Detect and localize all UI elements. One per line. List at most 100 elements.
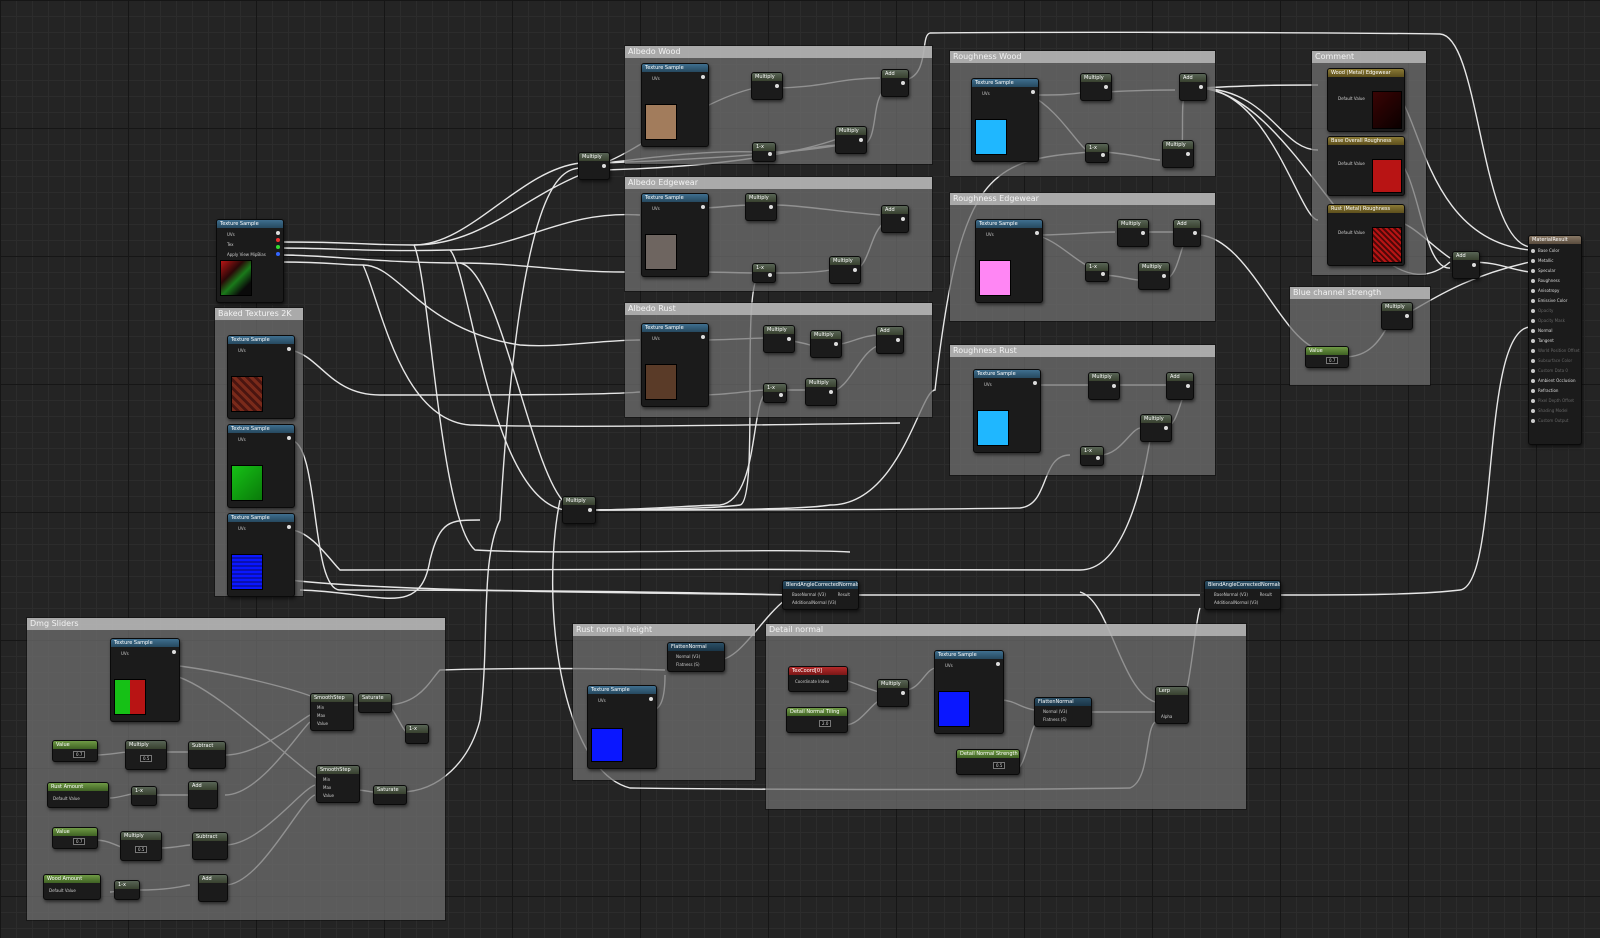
input-dot[interactable]: [1531, 389, 1535, 393]
multiply-node[interactable]: Multiply: [763, 325, 795, 353]
subtract-node[interactable]: Subtract: [188, 741, 226, 769]
texture-sample-node[interactable]: Texture Sample UVs: [641, 323, 709, 407]
multiply-node[interactable]: Multiply: [829, 256, 861, 284]
value-box[interactable]: 0.7: [73, 751, 86, 758]
texture-sample-node[interactable]: Texture Sample UVs: [971, 78, 1039, 162]
multiply-node[interactable]: Multiply: [1381, 302, 1413, 330]
comment-title[interactable]: Dmg Sliders: [27, 618, 445, 630]
material-input-pin[interactable]: Specular: [1531, 266, 1579, 276]
smooth-step-node[interactable]: SmoothStep Min Max Value: [310, 693, 354, 731]
add-node[interactable]: Add: [1179, 73, 1207, 101]
add-node[interactable]: Add: [876, 326, 904, 354]
input-dot[interactable]: [1531, 319, 1535, 323]
texture-sample-node[interactable]: Texture Sample UVs: [227, 424, 295, 508]
material-input-pin[interactable]: Ambient Occlusion: [1531, 376, 1579, 386]
output-pin[interactable]: [588, 508, 592, 512]
material-input-pin[interactable]: Emissive Color: [1531, 296, 1579, 306]
comment-title[interactable]: Albedo Rust: [625, 303, 932, 315]
output-pin[interactable]: [1405, 314, 1409, 318]
output-pin[interactable]: [769, 205, 773, 209]
input-dot[interactable]: [1531, 339, 1535, 343]
material-input-pin[interactable]: Opacity Mask: [1531, 316, 1579, 326]
texture-sample-node[interactable]: Texture Sample UVs: [110, 638, 180, 722]
material-input-pin[interactable]: Base Color: [1531, 246, 1579, 256]
multiply-node[interactable]: Multiply: [805, 378, 837, 406]
multiply-node[interactable]: Multiply: [1140, 414, 1172, 442]
one-minus-node[interactable]: 1-x: [752, 142, 776, 162]
comment-dmg-sliders[interactable]: Dmg Sliders: [27, 618, 445, 920]
output-pin-rgb[interactable]: [649, 697, 653, 701]
comment-title[interactable]: Roughness Wood: [950, 51, 1215, 63]
output-pin[interactable]: [1101, 153, 1105, 157]
comment-title[interactable]: Blue channel strength: [1290, 287, 1430, 299]
one-minus-node[interactable]: 1-x: [752, 263, 776, 283]
texture-sample-node[interactable]: Texture Sample UVs: [934, 650, 1004, 734]
output-pin-b[interactable]: [276, 252, 280, 256]
material-input-pin[interactable]: Metallic: [1531, 256, 1579, 266]
value-box[interactable]: 0.7: [73, 838, 86, 845]
output-pin[interactable]: [859, 138, 863, 142]
output-pin-rgb[interactable]: [287, 525, 291, 529]
value-box[interactable]: 2.0: [819, 720, 832, 727]
multiply-node[interactable]: Multiply: [1138, 262, 1170, 290]
add-node[interactable]: Add: [1166, 372, 1194, 400]
input-dot[interactable]: [1531, 299, 1535, 303]
comment-blue-channel-strength[interactable]: Blue channel strength: [1290, 287, 1430, 385]
comment-title[interactable]: Detail normal: [766, 624, 1246, 636]
value-box[interactable]: 0.5: [140, 755, 153, 762]
input-dot[interactable]: [1531, 329, 1535, 333]
output-pin-rgb[interactable]: [996, 662, 1000, 666]
param-detail-normal-strength[interactable]: Detail Normal Strength 0.5: [956, 749, 1020, 775]
flatten-normal-node[interactable]: FlattenNormal Normal (V3) Flatness (S): [667, 642, 725, 672]
material-input-pin[interactable]: Roughness: [1531, 276, 1579, 286]
input-dot[interactable]: [1531, 409, 1535, 413]
input-dot[interactable]: [1531, 259, 1535, 263]
multiply-node[interactable]: Multiply: [835, 126, 867, 154]
output-pin[interactable]: [1104, 85, 1108, 89]
subtract-node[interactable]: Subtract: [192, 832, 228, 860]
multiply-node[interactable]: Multiply: [1088, 372, 1120, 400]
param-detail-normal-tiling[interactable]: Detail Normal Tiling 2.0: [786, 707, 848, 733]
material-input-pin[interactable]: Custom Output: [1531, 416, 1579, 426]
output-pin-rgb[interactable]: [276, 231, 280, 235]
multiply-node[interactable]: Multiply: [1117, 219, 1149, 247]
blend-angle-corrected-normals-node[interactable]: BlendAngleCorrectedNormals BaseNormal (V…: [1204, 580, 1281, 610]
texture-sample-node[interactable]: Texture Sample UVs: [641, 63, 709, 147]
output-pin-rgb[interactable]: [287, 436, 291, 440]
material-input-pin[interactable]: World Position Offset: [1531, 346, 1580, 356]
add-node[interactable]: Add: [881, 205, 909, 233]
output-pin-g[interactable]: [276, 245, 280, 249]
output-pin-rgb[interactable]: [1035, 231, 1039, 235]
add-node[interactable]: Add: [1452, 251, 1480, 279]
output-pin[interactable]: [602, 164, 606, 168]
output-pin-rgb[interactable]: [1033, 381, 1037, 385]
one-minus-node[interactable]: 1-x: [1085, 143, 1109, 163]
material-input-pin[interactable]: Opacity: [1531, 306, 1579, 316]
comment-title[interactable]: Albedo Edgewear: [625, 177, 932, 189]
multiply-node[interactable]: Multiply: [562, 496, 596, 524]
param-rust-metal-roughness[interactable]: Rust (Metal) Roughness Default Value: [1327, 204, 1405, 266]
output-pin[interactable]: [1164, 426, 1168, 430]
output-pin[interactable]: [834, 342, 838, 346]
output-pin[interactable]: [768, 273, 772, 277]
output-pin[interactable]: [1101, 272, 1105, 276]
output-pin-rgb[interactable]: [172, 650, 176, 654]
comment-title[interactable]: Rust normal height: [573, 624, 755, 636]
input-dot[interactable]: [1531, 419, 1535, 423]
add-node[interactable]: Add: [881, 69, 909, 97]
comment-title[interactable]: Albedo Wood: [625, 46, 932, 58]
output-pin-rgb[interactable]: [287, 347, 291, 351]
output-pin-r[interactable]: [276, 238, 280, 242]
input-dot[interactable]: [1531, 249, 1535, 253]
multiply-node[interactable]: Multiply: [751, 72, 783, 100]
multiply-node[interactable]: Multiply: [1162, 140, 1194, 168]
multiply-node[interactable]: Multiply: [877, 679, 909, 707]
material-input-pin[interactable]: Anisotropy: [1531, 286, 1579, 296]
output-pin[interactable]: [1141, 231, 1145, 235]
one-minus-node[interactable]: 1-x: [1080, 446, 1104, 466]
lerp-node[interactable]: Lerp Alpha: [1155, 686, 1189, 724]
blend-angle-corrected-normals-node[interactable]: BlendAngleCorrectedNormals BaseNormal (V…: [782, 580, 859, 610]
